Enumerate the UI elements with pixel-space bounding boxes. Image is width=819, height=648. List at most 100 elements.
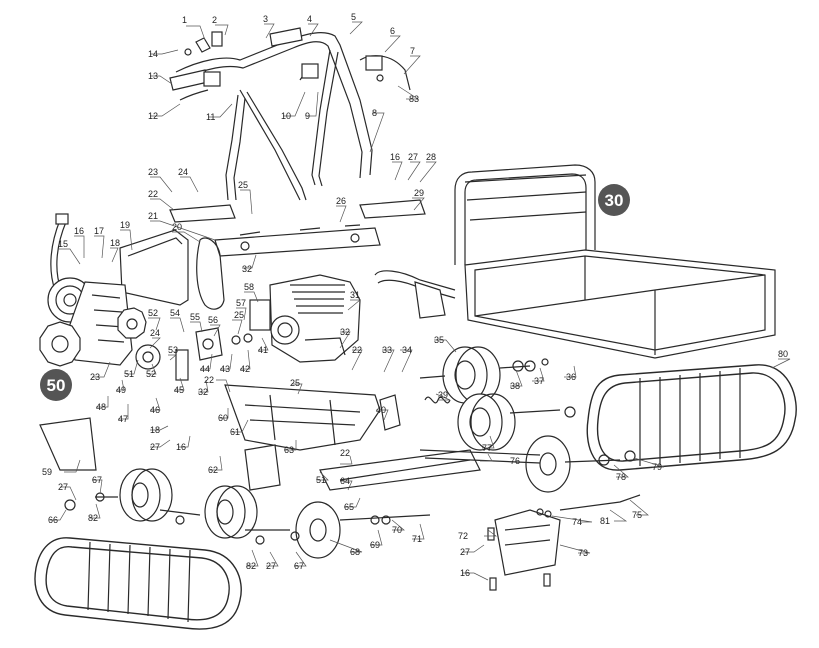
callout-22: 22 <box>352 345 362 355</box>
callout-79: 79 <box>652 462 662 472</box>
callout-61: 61 <box>230 427 240 437</box>
callout-78: 78 <box>616 472 626 482</box>
callout-67: 67 <box>92 475 102 485</box>
callout-77: 77 <box>482 443 492 453</box>
callout-69: 69 <box>370 540 380 550</box>
callout-1: 1 <box>182 15 187 25</box>
callout-18: 18 <box>110 238 120 248</box>
chassis-frame <box>224 384 481 491</box>
road-wheels-left <box>39 417 431 559</box>
callout-56: 56 <box>208 315 218 325</box>
callout-63: 63 <box>284 445 294 455</box>
callout-36: 36 <box>566 372 576 382</box>
callout-27: 27 <box>408 152 418 162</box>
callout-82: 82 <box>88 513 98 523</box>
badge-drive-label: 50 <box>47 376 66 395</box>
callout-22: 22 <box>204 375 214 385</box>
callout-4: 4 <box>307 14 312 24</box>
callout-62: 62 <box>208 465 218 475</box>
callout-58: 58 <box>244 282 254 292</box>
callout-68: 68 <box>350 547 360 557</box>
callout-labels: 1 2 3 4 5 6 7 83 14 13 12 11 10 9 8 16 2… <box>42 12 788 578</box>
callout-37: 37 <box>534 376 544 386</box>
callout-13: 13 <box>148 71 158 81</box>
tensioner-bracket <box>487 494 641 591</box>
callout-51: 51 <box>124 369 134 379</box>
callout-64: 64 <box>340 476 350 486</box>
badge-drive-assembly: 50 <box>40 369 72 401</box>
callout-7: 7 <box>410 46 415 56</box>
callout-33: 33 <box>382 345 392 355</box>
callout-23: 23 <box>148 167 158 177</box>
engine <box>249 274 361 363</box>
callout-47: 47 <box>118 414 128 424</box>
callout-82: 82 <box>246 561 256 571</box>
callout-21: 21 <box>148 211 158 221</box>
callout-20: 20 <box>172 222 182 232</box>
callout-55: 55 <box>190 312 200 322</box>
callout-70: 70 <box>392 525 402 535</box>
badge-cart-assembly: 30 <box>598 184 630 216</box>
callout-28: 28 <box>426 152 436 162</box>
callout-54: 54 <box>170 308 180 318</box>
belt-and-cover <box>119 229 225 310</box>
gearbox-drive <box>39 213 253 381</box>
callout-75: 75 <box>632 510 642 520</box>
callout-44: 44 <box>200 364 210 374</box>
callout-48: 48 <box>96 402 106 412</box>
callout-27: 27 <box>58 482 68 492</box>
callout-15: 15 <box>58 239 68 249</box>
callout-46: 46 <box>150 405 160 415</box>
callout-22: 22 <box>148 189 158 199</box>
callout-80: 80 <box>778 349 788 359</box>
callout-16: 16 <box>390 152 400 162</box>
callout-49: 49 <box>116 385 126 395</box>
callout-76: 76 <box>510 456 520 466</box>
callout-29: 29 <box>414 188 424 198</box>
callout-22: 22 <box>340 448 350 458</box>
callout-52: 52 <box>146 369 156 379</box>
callout-59: 59 <box>42 467 52 477</box>
callout-73: 73 <box>578 548 588 558</box>
callout-74: 74 <box>572 517 582 527</box>
callout-57: 57 <box>236 298 246 308</box>
callout-60: 60 <box>218 413 228 423</box>
callout-10: 10 <box>281 111 291 121</box>
callout-3: 3 <box>263 14 268 24</box>
callout-65: 65 <box>344 502 354 512</box>
callout-9: 9 <box>305 111 310 121</box>
callout-34: 34 <box>402 345 412 355</box>
callout-53: 53 <box>168 345 178 355</box>
callout-23: 23 <box>90 372 100 382</box>
callout-25: 25 <box>290 378 300 388</box>
callout-40: 40 <box>376 405 386 415</box>
callout-66: 66 <box>48 515 58 525</box>
callout-6: 6 <box>390 26 395 36</box>
callout-67: 67 <box>294 561 304 571</box>
callout-71: 71 <box>412 534 422 544</box>
callout-72: 72 <box>458 531 468 541</box>
callout-11: 11 <box>206 112 215 122</box>
callout-45: 45 <box>174 385 184 395</box>
callout-31: 31 <box>350 290 360 300</box>
callout-32: 32 <box>340 327 350 337</box>
badge-cart-label: 30 <box>605 191 624 210</box>
callout-32: 32 <box>198 387 208 397</box>
callout-8: 8 <box>372 108 377 118</box>
road-wheels-right <box>419 346 636 493</box>
callout-27: 27 <box>460 547 470 557</box>
callout-32: 32 <box>242 264 252 274</box>
callout-19: 19 <box>120 220 130 230</box>
callout-14: 14 <box>148 49 158 59</box>
callout-27: 27 <box>150 442 160 452</box>
callout-52: 52 <box>148 308 158 318</box>
callout-39: 39 <box>438 390 448 400</box>
callout-17: 17 <box>94 226 104 236</box>
callout-35: 35 <box>434 335 444 345</box>
callout-2: 2 <box>212 15 217 25</box>
leader-lines <box>50 21 791 581</box>
callout-27: 27 <box>266 561 276 571</box>
track-left <box>34 537 242 630</box>
callout-81: 81 <box>600 516 610 526</box>
